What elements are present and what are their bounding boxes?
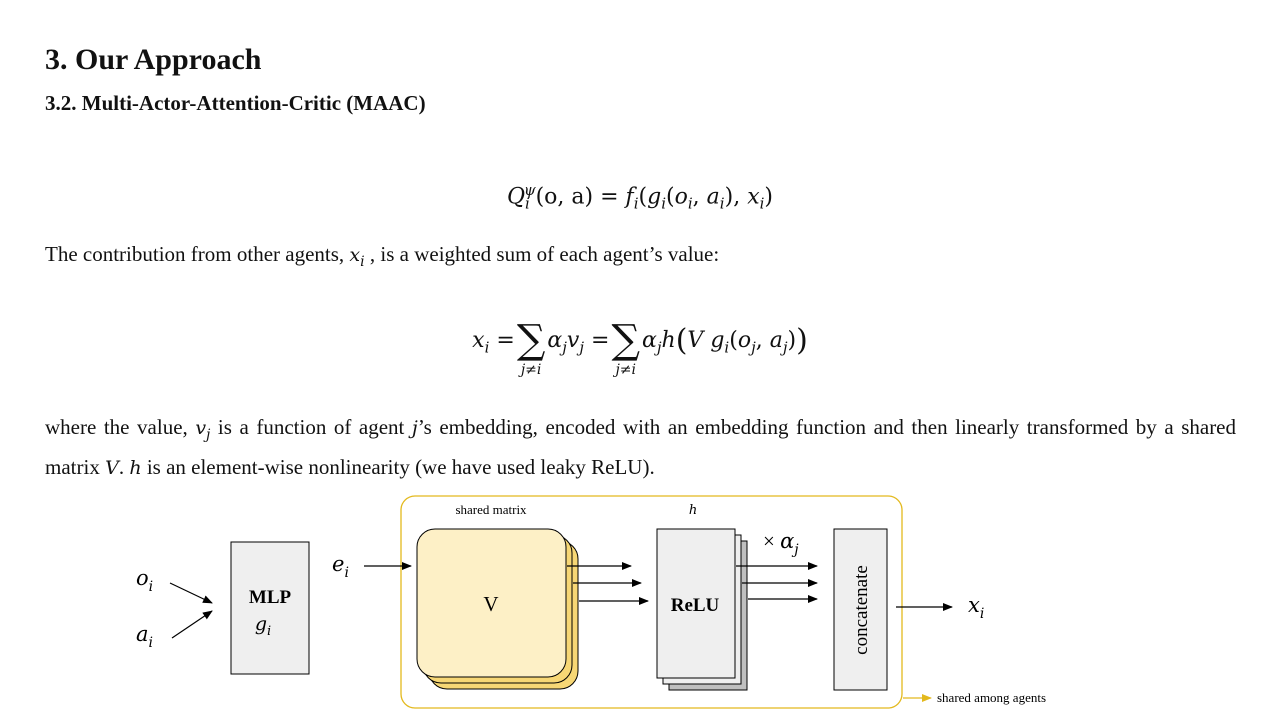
section-subtitle: 3.2. Multi-Actor-Attention-Critic (MAAC) — [45, 91, 426, 115]
shared-matrix-label: shared matrix — [455, 502, 527, 517]
arrow-o-to-mlp — [169, 582, 213, 604]
shared-among-agents-label: shared among agents — [937, 690, 1046, 705]
paragraph-contribution: The contribution from other agents, xi ,… — [45, 242, 720, 270]
equation-q-function: Qiψ(o, a) = fi(gi(oi, ai), xi) — [506, 181, 774, 213]
arrow-a-to-mlp — [171, 610, 213, 639]
input-a-label: ai — [136, 622, 153, 651]
embedding-label: ei — [332, 552, 349, 581]
concatenate-label: concatenate — [851, 565, 872, 655]
v-matrix-label: V — [483, 592, 498, 616]
page-title: 3. Our Approach — [45, 43, 262, 76]
relu-label: ReLU — [671, 595, 720, 616]
h-label: h — [689, 503, 697, 518]
paragraph-value-definition: where the value, vj is a function of age… — [45, 415, 1237, 479]
relu-layer-front — [656, 528, 736, 679]
shared-container — [400, 495, 903, 709]
sum-symbol-1: ∑j≠i — [516, 317, 546, 378]
mlp-function-label: gi — [255, 613, 271, 639]
output-x-label: xi — [968, 593, 984, 622]
v-matrix-layer-front — [416, 528, 567, 678]
concatenate-box — [833, 528, 888, 691]
alpha-weight-label: × αj — [763, 529, 799, 558]
mlp-label: MLP — [249, 587, 292, 608]
equation-weighted-sum: xi = ∑j≠i αjvj = ∑j≠i αjh(V gi(oj, aj)) — [472, 317, 808, 378]
input-o-label: oi — [136, 566, 153, 595]
mlp-box — [230, 541, 310, 675]
sum-symbol-2: ∑j≠i — [611, 317, 641, 378]
